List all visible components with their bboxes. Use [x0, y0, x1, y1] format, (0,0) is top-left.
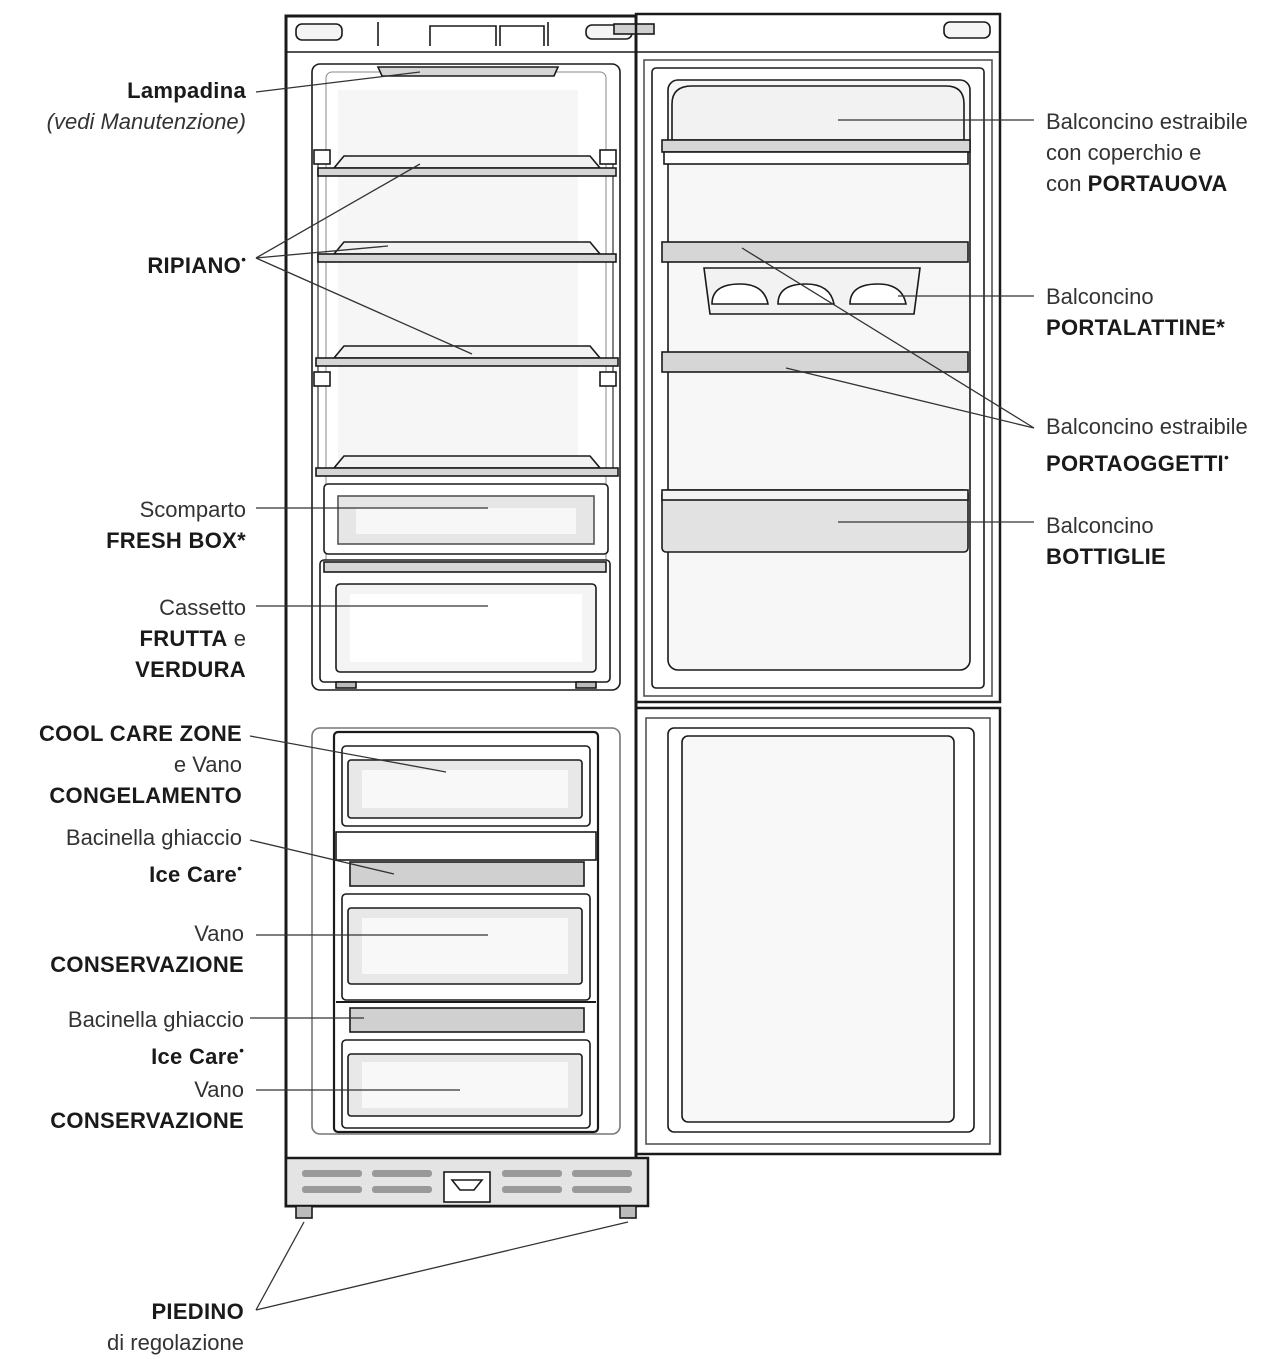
label-balconcino-portaoggetti: Balconcino estraibile PORTAOGGETTI•: [1046, 411, 1248, 479]
bacinella-2-line2: Ice Care: [151, 1044, 240, 1069]
bacinella-2-line1: Bacinella ghiaccio: [67, 1007, 244, 1032]
shelves: [315, 155, 619, 477]
portauova-line3a: con: [1046, 171, 1082, 196]
label-bacinella-2: Bacinella ghiaccio Ice Care•: [68, 1004, 244, 1072]
portalattine-line2: PORTALATTINE*: [1046, 315, 1226, 340]
portaoggetti-mark: •: [1223, 449, 1229, 465]
lampadina-name: Lampadina: [127, 78, 246, 103]
vano-1-line1: Vano: [194, 921, 244, 946]
label-balconcino-portalattine: Balconcino PORTALATTINE*: [1046, 281, 1225, 343]
portaoggetti-line2: PORTAOGGETTI: [1046, 451, 1224, 476]
fridge-compartment: [311, 63, 621, 691]
piedino-line2: di regolazione: [107, 1330, 244, 1355]
lampadina-note: (vedi Manutenzione): [46, 109, 246, 134]
portalattine-line1: Balconcino: [1046, 284, 1154, 309]
ripiano-name: RIPIANO: [147, 253, 242, 278]
cool-care-line3: CONGELAMENTO: [49, 783, 242, 808]
shelf-1: [317, 155, 617, 177]
label-cool-care: COOL CARE ZONE e Vano CONGELAMENTO: [39, 718, 242, 811]
cassetto-line3: VERDURA: [135, 657, 246, 682]
ripiano-mark: •: [241, 251, 246, 267]
cassetto-line1: Cassetto: [159, 595, 246, 620]
label-lampadina: Lampadina (vedi Manutenzione): [47, 75, 246, 137]
label-balconcino-bottiglie: Balconcino BOTTIGLIE: [1046, 510, 1166, 572]
fresh-box-mark: *: [237, 528, 246, 553]
label-balconcino-portauova: Balconcino estraibile con coperchio e co…: [1046, 106, 1248, 199]
freezer-compartment: [311, 727, 621, 1135]
egg-balcony: [661, 85, 971, 165]
bacinella-2-mark: •: [239, 1042, 244, 1058]
base-grille: [284, 1156, 650, 1219]
bacinella-1-line1: Bacinella ghiaccio: [65, 825, 242, 850]
cool-care-line2: e Vano: [173, 752, 242, 777]
label-piedino: PIEDINO di regolazione: [107, 1296, 244, 1358]
piedino-line1: PIEDINO: [151, 1299, 244, 1324]
shelf-3: [315, 345, 619, 367]
leader-lines: [249, 71, 1035, 1311]
fresh-box-line1: Scomparto: [139, 497, 246, 522]
fruit-vegetable-drawer: [319, 559, 611, 689]
vano-1-line2: CONSERVAZIONE: [50, 952, 244, 977]
shelf-2: [317, 241, 617, 263]
bottiglie-line1: Balconcino: [1046, 513, 1154, 538]
portauova-line1: Balconcino estraibile: [1046, 109, 1248, 134]
lamp-fixture: [376, 66, 560, 77]
cool-care-line1: COOL CARE ZONE: [38, 721, 242, 746]
label-fresh-box: Scomparto FRESH BOX*: [106, 494, 246, 556]
fridge-door: [634, 12, 1002, 704]
label-ripiano: RIPIANO•: [147, 244, 246, 281]
freezer-door: [634, 706, 1002, 1156]
label-vano-1: Vano CONSERVAZIONE: [50, 918, 244, 980]
foot-right: [619, 1205, 637, 1219]
vano-2-line1: Vano: [194, 1077, 244, 1102]
cassetto-line2b: e: [233, 626, 246, 651]
portauova-line2: con coperchio e: [1046, 140, 1202, 165]
fresh-box-line2: FRESH BOX: [106, 528, 238, 553]
label-vano-2: Vano CONSERVAZIONE: [50, 1074, 244, 1136]
vano-2-line2: CONSERVAZIONE: [50, 1108, 244, 1133]
object-balcony: [661, 351, 969, 373]
bacinella-1-line2: Ice Care: [149, 862, 238, 887]
label-bacinella-1: Bacinella ghiaccio Ice Care•: [66, 822, 242, 890]
shelf-4: [315, 455, 619, 477]
foot-left: [295, 1205, 313, 1219]
bacinella-1-mark: •: [237, 860, 242, 876]
bottiglie-line2: BOTTIGLIE: [1046, 544, 1167, 569]
fresh-box: [323, 483, 609, 555]
label-cassetto: Cassetto FRUTTA e VERDURA: [135, 592, 246, 685]
cassetto-line2a: FRUTTA: [139, 626, 228, 651]
portauova-line3b: PORTAUOVA: [1087, 171, 1228, 196]
bottle-balcony: [661, 489, 969, 553]
portaoggetti-line1: Balconcino estraibile: [1046, 414, 1248, 439]
